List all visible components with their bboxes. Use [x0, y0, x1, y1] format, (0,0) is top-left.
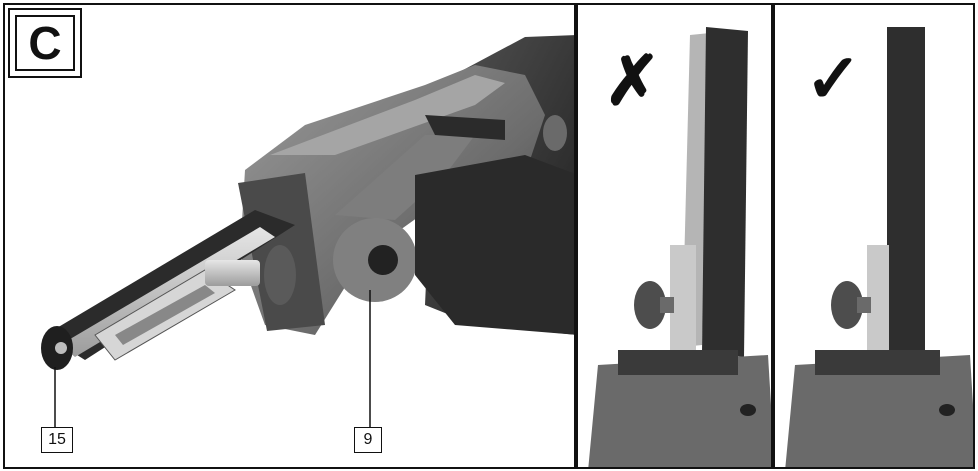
- belt-sander-illustration: [41, 35, 574, 427]
- correct-alignment-panel: ✓: [773, 3, 975, 469]
- callout-15: 15: [41, 427, 73, 453]
- figure-label-box: C: [8, 8, 82, 78]
- incorrect-belt-illustration: [588, 27, 771, 467]
- correct-belt-illustration: [785, 27, 973, 467]
- correct-mark-icon: ✓: [805, 41, 862, 117]
- belt-sander-panel: C 15 9: [3, 3, 576, 469]
- figure-label: C: [15, 15, 75, 71]
- callout-9: 9: [354, 427, 382, 453]
- incorrect-alignment-panel: ✗: [576, 3, 773, 469]
- incorrect-mark-icon: ✗: [604, 43, 661, 119]
